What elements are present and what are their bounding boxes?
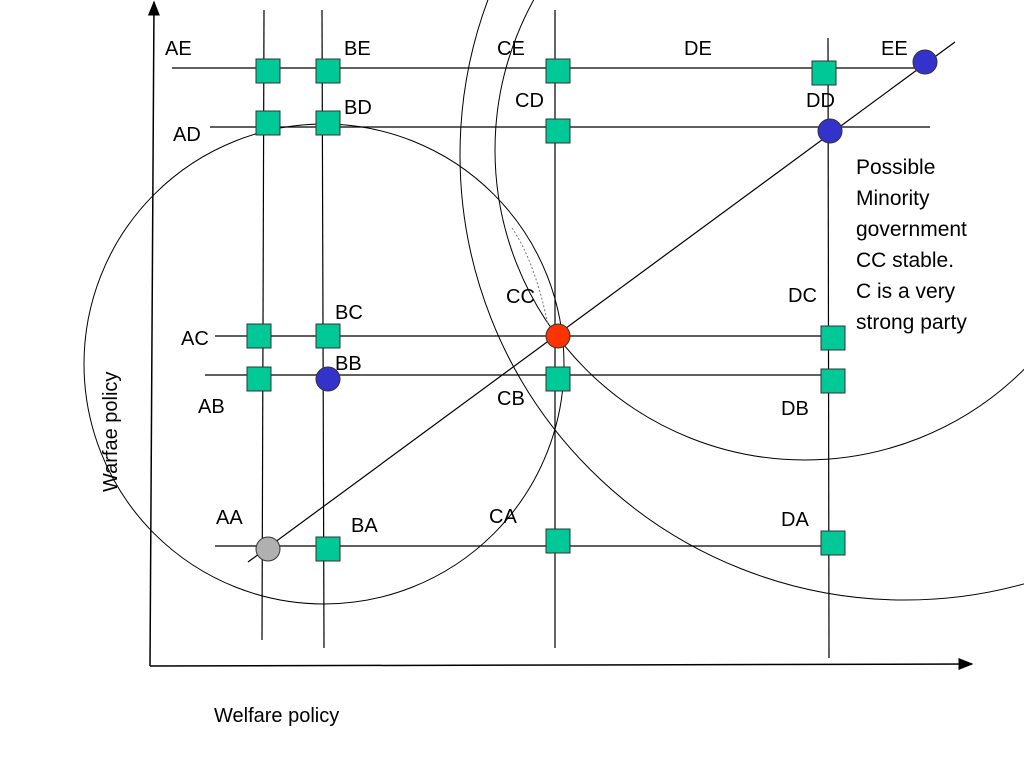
note-line-6: strong party	[856, 311, 967, 334]
note-line-4: CC stable.	[856, 249, 954, 272]
point-marker-dd	[817, 118, 843, 144]
point-marker-cb	[545, 366, 571, 392]
point-marker-ba	[315, 536, 341, 562]
x-axis-label: Welfare policy	[214, 705, 339, 727]
point-label-ad: AD	[173, 124, 201, 146]
note-line-5: C is a very	[856, 280, 956, 303]
point-label-cc: CC	[506, 286, 535, 308]
point-label-ba: BA	[351, 515, 378, 537]
note-line-1: Possible	[856, 156, 935, 179]
point-label-ee: EE	[881, 38, 908, 60]
point-marker-cc	[545, 323, 571, 349]
point-label-ae: AE	[165, 38, 192, 60]
point-marker-ca	[545, 528, 571, 554]
point-label-db: DB	[781, 398, 809, 420]
point-label-ce: CE	[497, 38, 525, 60]
point-label-ac: AC	[181, 328, 209, 350]
point-label-dd: DD	[806, 90, 835, 112]
point-marker-ce	[545, 58, 571, 84]
y-axis-label: Warfae policy	[100, 372, 122, 492]
point-marker-cd	[545, 118, 571, 144]
point-marker-bc	[315, 323, 341, 349]
point-marker-db	[820, 368, 846, 394]
point-label-aa: AA	[216, 507, 243, 529]
point-label-ca: CA	[489, 506, 517, 528]
point-marker-dc	[820, 325, 846, 351]
point-marker-de	[811, 60, 837, 86]
point-label-bc: BC	[335, 302, 363, 324]
point-marker-bd	[315, 110, 341, 136]
point-label-ab: AB	[198, 396, 225, 418]
point-marker-ae	[255, 58, 281, 84]
point-marker-be	[315, 58, 341, 84]
point-label-cb: CB	[497, 388, 525, 410]
preference-circle-ee-arc	[459, 0, 1024, 601]
point-marker-ee	[912, 49, 938, 75]
point-marker-aa	[255, 536, 281, 562]
point-marker-bb	[315, 366, 341, 392]
point-marker-da	[820, 530, 846, 556]
point-label-cd: CD	[515, 90, 544, 112]
point-marker-ab	[246, 366, 272, 392]
point-marker-ac	[246, 323, 272, 349]
note-line-2: Minority	[856, 187, 930, 210]
point-label-be: BE	[344, 38, 371, 60]
point-label-de: DE	[684, 38, 712, 60]
point-label-dc: DC	[788, 285, 817, 307]
overlap-lens	[511, 227, 549, 326]
x-axis	[149, 658, 974, 671]
y-axis	[147, 0, 160, 667]
point-marker-ad	[255, 110, 281, 136]
point-label-da: DA	[781, 509, 809, 531]
point-label-bd: BD	[344, 97, 372, 119]
preference-circle-dd-arc	[494, 0, 1024, 461]
annotation-note: Possible Minority government CC stable. …	[856, 156, 967, 334]
point-label-bb: BB	[335, 353, 362, 375]
note-line-3: government	[856, 218, 967, 241]
